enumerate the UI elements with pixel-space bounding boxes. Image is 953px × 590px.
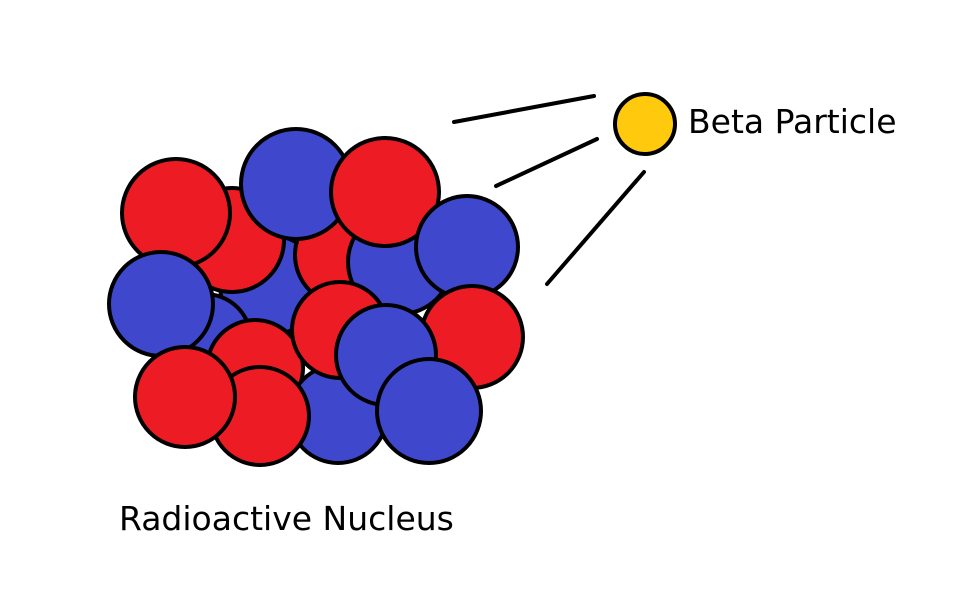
proton-circle: [133, 345, 237, 449]
nucleus-label: Radioactive Nucleus: [119, 499, 454, 538]
motion-line: [452, 94, 596, 124]
motion-line: [494, 137, 599, 188]
proton-circle: [329, 136, 441, 248]
beta-particle: [613, 92, 677, 156]
neutron-circle: [375, 357, 483, 465]
motion-lines: [452, 94, 646, 286]
beta-particle-label: Beta Particle: [688, 102, 897, 141]
radioactive-nucleus: [107, 127, 525, 467]
neutron-circle: [107, 250, 215, 358]
neutron-circle: [414, 194, 520, 300]
motion-line: [545, 170, 646, 286]
proton-circle: [120, 157, 232, 269]
